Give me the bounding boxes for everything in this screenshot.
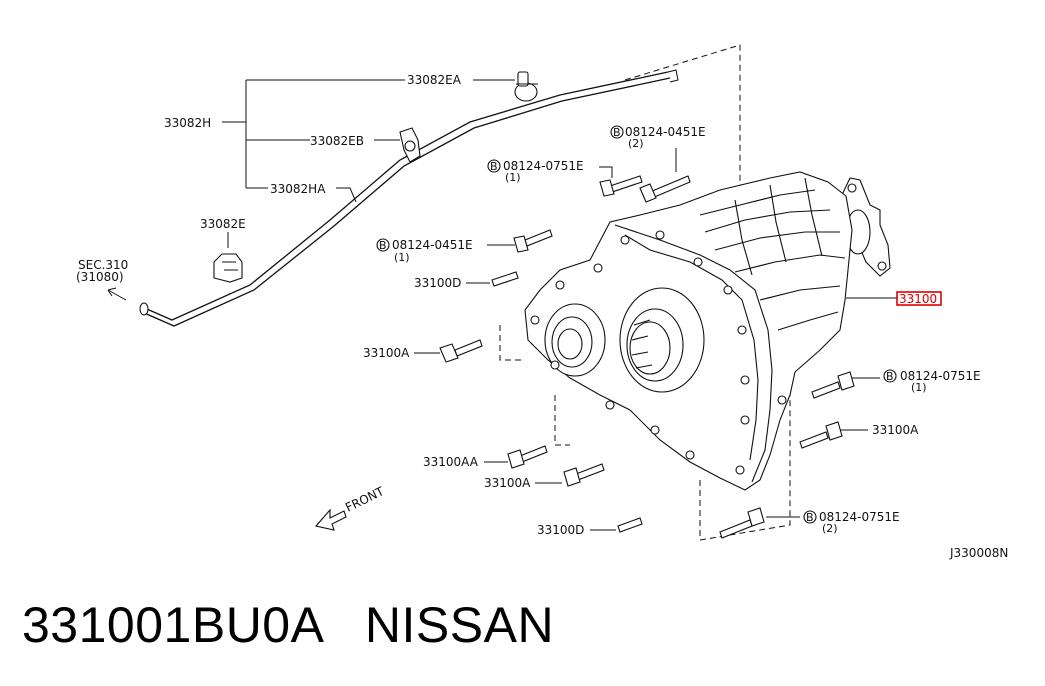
bolt-a-left [414, 339, 483, 363]
b-symbol: B [490, 160, 498, 173]
hose-clip-ea [514, 71, 538, 102]
bolt-a-right [799, 421, 868, 449]
bolt-0451-top [639, 148, 691, 203]
label-08124-0751e-right: 08124-0751E [900, 369, 981, 383]
label-33100a-right: 33100A [872, 423, 919, 437]
labels: 33082H 33082EA 33082EB 33082HA 33082E SE… [76, 73, 1008, 560]
hose-clamp-e [213, 232, 243, 283]
label-33100d-top: 33100D [414, 276, 461, 290]
label-08124-0751e-top-qty: (1) [505, 171, 521, 184]
bolt-0751-bottom [719, 507, 800, 539]
highlight-box [896, 291, 942, 306]
bolt-aa [484, 445, 548, 469]
front-label: FRONT [343, 484, 387, 515]
transfer-case [499, 44, 898, 541]
label-33100[interactable]: 33100 [899, 292, 937, 306]
part-caption: 331001BU0A NISSAN [22, 596, 554, 654]
label-33082h: 33082H [164, 116, 211, 130]
label-33082eb: 33082EB [310, 134, 364, 148]
caption-gap [322, 597, 365, 653]
label-08124-0451e-top-qty: (2) [628, 137, 644, 150]
b-circle-icon [803, 510, 817, 524]
fasteners [414, 148, 880, 539]
b-symbol: B [886, 370, 894, 383]
brand-name: NISSAN [364, 597, 555, 653]
hose-clip-eb [399, 127, 421, 163]
label-08124-0451e-mid-qty: (1) [394, 251, 410, 264]
b-symbol: B [613, 126, 621, 139]
b-circle-icon [376, 238, 390, 252]
breather-hose [139, 71, 669, 321]
label-33100d-bottom: 33100D [537, 523, 584, 537]
label-33082ha: 33082HA [270, 182, 326, 196]
label-sec-ref-sub: (31080) [76, 270, 124, 284]
b-circle-icon [883, 369, 897, 383]
label-08124-0751e-bottom-qty: (2) [822, 522, 838, 535]
label-08124-0451e-top: 08124-0451E [625, 125, 706, 139]
bolt-0451-mid [487, 229, 553, 253]
b-circle-icon [487, 159, 501, 173]
label-33100a-bottom: 33100A [484, 476, 531, 490]
parts-diagram: FRONT 33082H 33082EA 33082EB 33082HA 330… [76, 44, 1008, 560]
label-33082e: 33082E [200, 217, 246, 231]
diagram-code: J330008N [949, 546, 1008, 560]
label-sec-ref: SEC.310 [78, 258, 128, 272]
label-33100a-left: 33100A [363, 346, 410, 360]
input-shaft [619, 287, 705, 393]
stud-d-bottom [590, 517, 643, 533]
label-08124-0751e-bottom: 08124-0751E [819, 510, 900, 524]
front-arrow: FRONT [314, 484, 387, 531]
front-output [544, 303, 606, 377]
bolt-a-bottom [535, 463, 605, 487]
b-symbol: B [806, 511, 814, 524]
b-circle-icon [610, 125, 624, 139]
part-number: 331001BU0A [22, 597, 322, 653]
label-08124-0751e-top: 08124-0751E [503, 159, 584, 173]
stud-d-top [466, 271, 519, 287]
breather-hose-group [107, 69, 679, 327]
label-33100aa: 33100AA [423, 455, 479, 469]
label-33082ea: 33082EA [407, 73, 462, 87]
b-symbol: B [379, 239, 387, 252]
breather-hose-inner [141, 77, 671, 327]
bolt-0751-right [811, 371, 880, 399]
bolt-0751-top [599, 166, 643, 197]
label-08124-0451e-mid: 08124-0451E [392, 238, 473, 252]
label-08124-0751e-right-qty: (1) [911, 381, 927, 394]
